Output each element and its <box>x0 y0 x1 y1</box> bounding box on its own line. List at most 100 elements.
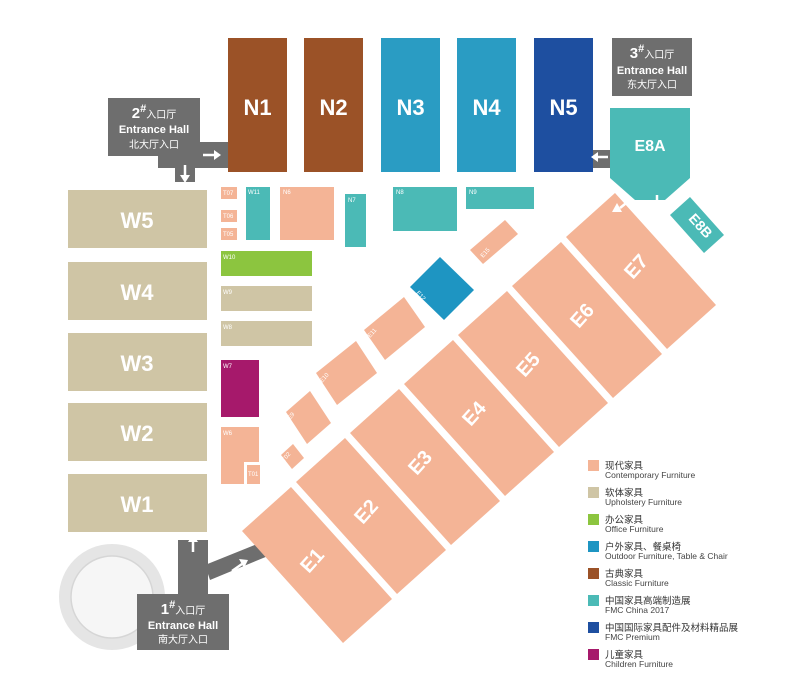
hall-n7[interactable] <box>345 194 366 247</box>
hall-e3[interactable] <box>350 389 500 545</box>
hall-w6[interactable] <box>221 427 259 484</box>
entrance-north-sup: # <box>140 103 146 115</box>
hall-e5[interactable] <box>458 291 608 447</box>
entrance-north-zh: 入口厅 <box>146 110 176 121</box>
hall-e9-label: E9 <box>287 411 297 421</box>
legend-swatch <box>588 595 599 606</box>
hall-n3-label: N3 <box>396 95 424 120</box>
hall-w2-label: W2 <box>121 421 154 446</box>
entrance-south[interactable]: 1#入口厅 Entrance Hall 南大厅入口 <box>137 594 229 650</box>
hall-t06[interactable] <box>221 210 237 222</box>
arrow-up-right-icon <box>231 559 248 573</box>
hall-n5-label: N5 <box>549 95 577 120</box>
hall-e8a[interactable] <box>610 108 690 200</box>
legend-swatch <box>588 649 599 660</box>
entrance-east[interactable]: 3#入口厅 Entrance Hall 东大厅入口 <box>612 38 692 96</box>
hall-n9-label: N9 <box>469 190 477 196</box>
legend-item-outdoor: 户外家具、餐桌椅 Outdoor Furniture, Table & Chai… <box>588 539 798 566</box>
hall-n5[interactable] <box>534 38 593 172</box>
hall-n1[interactable] <box>228 38 287 172</box>
legend-label-en: Office Furniture <box>605 524 664 534</box>
hall-w5[interactable] <box>68 190 207 248</box>
entrance-east-zh: 入口厅 <box>644 50 674 61</box>
legend-swatch <box>588 622 599 633</box>
hall-e7[interactable] <box>566 193 716 349</box>
hall-t05[interactable] <box>221 228 237 240</box>
entrance-east-sub: 东大厅入口 <box>627 78 677 91</box>
hall-w7-label: W7 <box>223 364 233 370</box>
legend-item-fmc-china: 中国家具高端制造展 FMC China 2017 <box>588 593 798 620</box>
legend-label-zh: 户外家具、餐桌椅 <box>605 542 682 553</box>
legend-label-en: FMC Premium <box>605 632 660 642</box>
east-halls: E1 E2 E3 E4 E5 E6 E7 E8B E8A E15 E12 E11… <box>242 108 724 643</box>
legend-label-zh: 古典家具 <box>605 569 644 580</box>
legend-label-zh: 软体家具 <box>605 488 644 499</box>
entrance-east-number: 3 <box>630 45 638 62</box>
legend-item-upholstery: 软体家具 Upholstery Furniture <box>588 485 798 512</box>
legend-swatch <box>588 568 599 579</box>
entrance-south-sub: 南大厅入口 <box>158 633 208 646</box>
hall-w6-label: W6 <box>223 431 233 437</box>
legend-swatch <box>588 541 599 552</box>
legend-item-office: 办公家具 Office Furniture <box>588 512 798 539</box>
north-halls: N1 N2 N3 N4 N5 <box>228 38 593 172</box>
hall-n8[interactable] <box>393 187 457 231</box>
hall-w4[interactable] <box>68 262 207 320</box>
hall-n2-label: N2 <box>319 95 347 120</box>
legend-label-zh: 中国国际家具配件及材料精品展 <box>605 623 739 634</box>
legend-label-zh: 办公家具 <box>605 515 644 526</box>
legend-label-en: Upholstery Furniture <box>605 497 683 507</box>
legend-label-zh: 中国家具高端制造展 <box>605 596 691 607</box>
hall-e12[interactable] <box>410 257 474 320</box>
hall-n7-label: N7 <box>348 198 356 204</box>
hall-w8[interactable] <box>221 321 312 346</box>
direction-arrows <box>180 150 662 573</box>
hall-w10[interactable] <box>221 251 312 276</box>
entrance-east-sup: # <box>638 43 644 55</box>
legend-label-en: Classic Furniture <box>605 578 669 588</box>
entrance-south-en: Entrance Hall <box>148 620 218 632</box>
entrance-north[interactable]: 2#入口厅 Entrance Hall 北大厅入口 <box>108 98 200 156</box>
entrance-south-number: 1 <box>161 601 169 618</box>
hall-w9[interactable] <box>221 286 312 311</box>
hall-w1-label: W1 <box>121 492 154 517</box>
hall-w3[interactable] <box>68 333 207 391</box>
hall-w8-label: W8 <box>223 325 233 331</box>
hall-e1[interactable] <box>242 487 392 643</box>
hall-t01[interactable] <box>247 465 260 484</box>
hall-w2[interactable] <box>68 403 207 461</box>
legend: 现代家具 Contemporary Furniture 软体家具 Upholst… <box>588 458 798 674</box>
legend-item-contemporary: 现代家具 Contemporary Furniture <box>588 458 798 485</box>
entrance-north-en: Entrance Hall <box>119 124 189 136</box>
arrow-down-icon <box>652 195 662 211</box>
hall-e10[interactable] <box>316 341 377 405</box>
legend-label-en: Contemporary Furniture <box>605 470 696 480</box>
legend-label-en: Children Furniture <box>605 659 674 669</box>
hall-t02[interactable] <box>281 444 304 469</box>
hall-e2[interactable] <box>296 438 446 594</box>
svg-text:2#入口厅: 2#入口厅 <box>132 103 176 122</box>
hall-w11[interactable] <box>246 187 270 240</box>
hall-w7[interactable] <box>221 360 259 417</box>
legend-swatch <box>588 460 599 471</box>
hall-w9-label: W9 <box>223 290 233 296</box>
hall-n8-label: N8 <box>396 190 404 196</box>
hall-n9[interactable] <box>466 187 534 209</box>
hall-e4[interactable] <box>404 340 554 496</box>
hall-e8b[interactable] <box>670 197 724 253</box>
hall-e6[interactable] <box>512 242 662 398</box>
hall-n2[interactable] <box>304 38 363 172</box>
hall-n3[interactable] <box>381 38 440 172</box>
hall-t05-label: T05 <box>223 232 234 238</box>
hall-e15[interactable] <box>470 220 518 264</box>
arrow-left-icon <box>591 152 608 162</box>
svg-text:3#入口厅: 3#入口厅 <box>630 43 674 62</box>
entrance-north-sub: 北大厅入口 <box>129 138 179 151</box>
hall-t07[interactable] <box>221 187 237 199</box>
hall-e9[interactable] <box>286 391 331 444</box>
hall-e11[interactable] <box>364 297 425 360</box>
hall-n4[interactable] <box>457 38 516 172</box>
hall-w1[interactable] <box>68 474 207 532</box>
hall-n6[interactable] <box>280 187 334 240</box>
legend-item-children: 儿童家具 Children Furniture <box>588 647 798 674</box>
